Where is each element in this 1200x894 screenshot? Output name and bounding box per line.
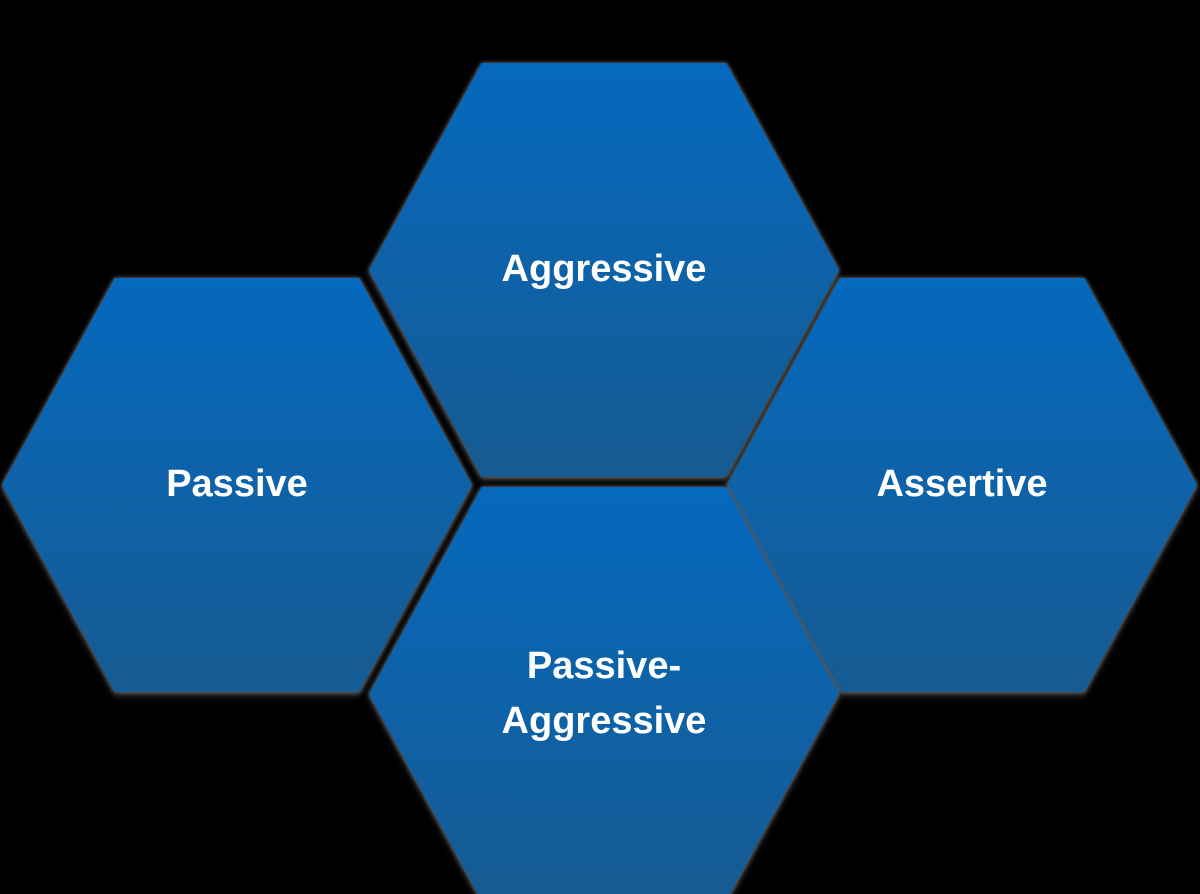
hexagon-assertive-label: Assertive <box>876 463 1048 506</box>
hexagon-passive: Passive <box>2 278 472 692</box>
hexagon-passive-aggressive-shape: Passive-Aggressive <box>369 487 839 894</box>
hexagon-aggressive: Aggressive <box>369 63 839 477</box>
hexagon-passive-aggressive-label: Passive-Aggressive <box>501 644 707 742</box>
hexagon-passive-aggressive: Passive-Aggressive <box>369 487 839 894</box>
hexagon-aggressive-shape: Aggressive <box>369 63 839 477</box>
hexagon-assertive: Assertive <box>727 278 1197 692</box>
hexagon-passive-label: Passive <box>166 463 308 506</box>
hexagon-passive-shape: Passive <box>2 278 472 692</box>
hexagon-assertive-shape: Assertive <box>727 278 1197 692</box>
hexagon-aggressive-label: Aggressive <box>501 248 707 291</box>
